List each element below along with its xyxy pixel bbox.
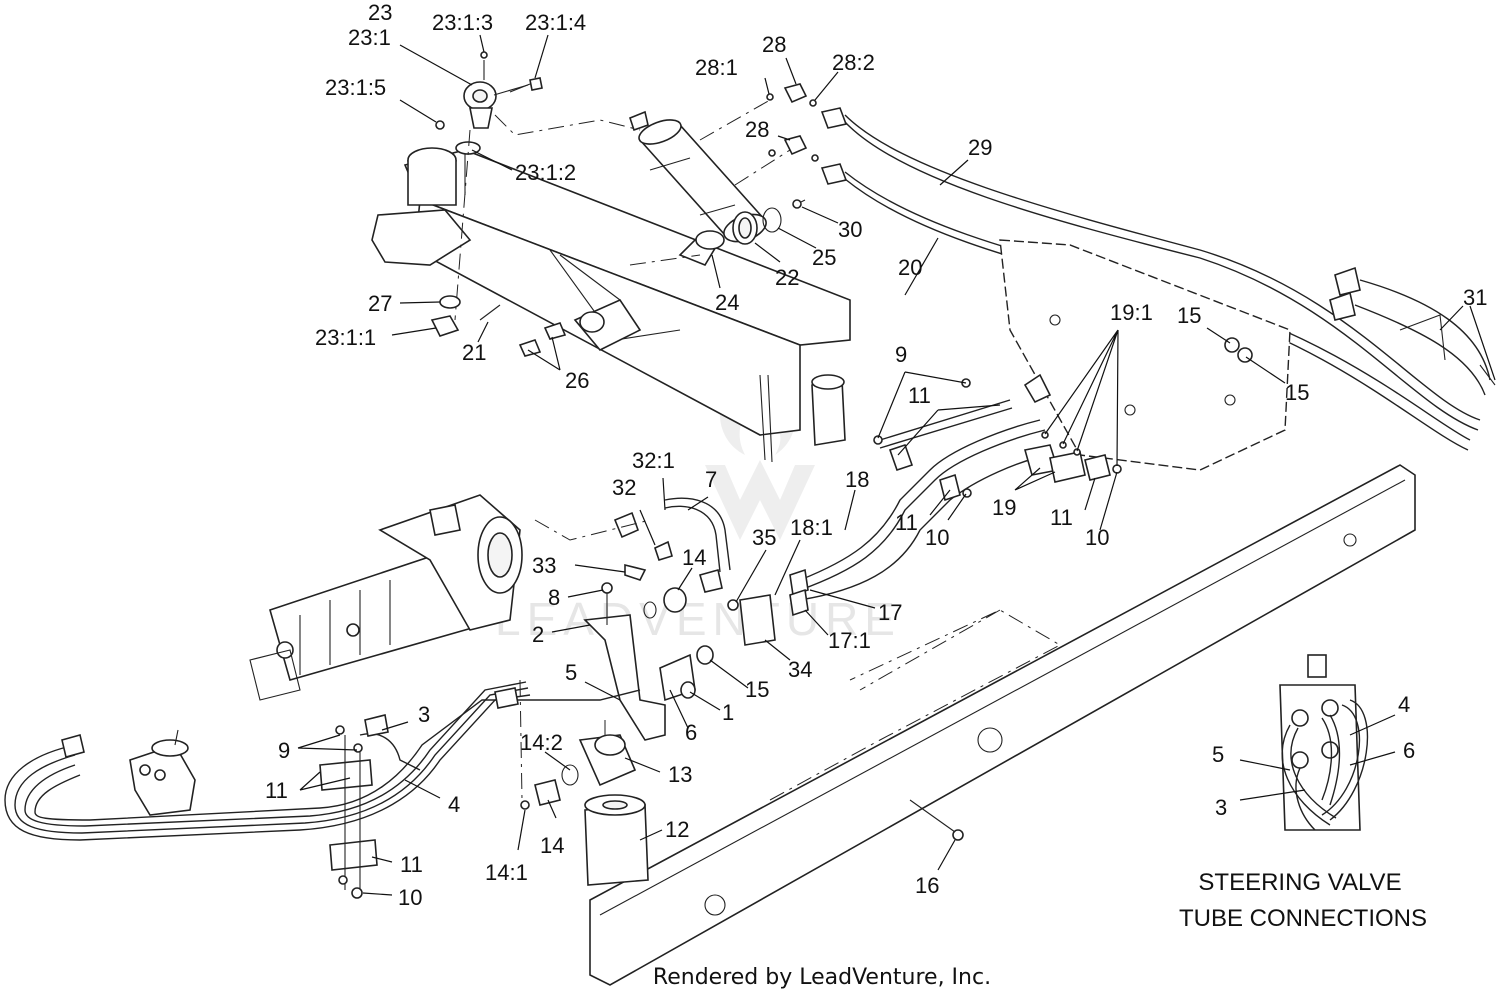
- callout-23-1-2: 23:1:2: [515, 160, 576, 185]
- inset-callout-5: 5: [1212, 742, 1224, 767]
- callout-17-1: 17:1: [828, 628, 871, 653]
- callout-14-1: 14:1: [485, 860, 528, 885]
- callout-28: 28: [762, 32, 786, 57]
- hydraulic-pump: [249, 494, 523, 701]
- inset-callout-6: 6: [1403, 738, 1415, 763]
- callout-23-1: 23:1: [348, 25, 391, 50]
- callout-19-1: 19:1: [1110, 300, 1153, 325]
- callout-23: 23: [368, 0, 392, 25]
- callout-25: 25: [812, 245, 836, 270]
- steering-cylinder: [629, 83, 819, 266]
- callout-2: 2: [532, 622, 544, 647]
- front-axle-assembly: [371, 147, 851, 463]
- fasteners-upper: [430, 295, 567, 357]
- callout-11-middle: 11: [895, 510, 918, 535]
- callout-7: 7: [705, 467, 717, 492]
- callout-12: 12: [665, 817, 689, 842]
- callout-18: 18: [845, 467, 869, 492]
- callout-27: 27: [368, 291, 392, 316]
- inset-callout-4: 4: [1398, 692, 1410, 717]
- steering-tubes: [4, 645, 714, 841]
- inset-title-line2: TUBE CONNECTIONS: [1179, 905, 1427, 932]
- callout-8: 8: [548, 585, 560, 610]
- callout-14-upper: 14: [682, 545, 706, 570]
- callout-14-2: 14:2: [520, 730, 563, 755]
- callout-11-lower-left: 11: [265, 778, 288, 803]
- callout-23-1-1: 23:1:1: [315, 325, 376, 350]
- callout-labels: 23 23:1 23:1:3 23:1:4 23:1:5 23:1:2 28:1…: [265, 0, 1487, 910]
- callout-28-2: 28:2: [832, 50, 875, 75]
- mounting-bracket: [583, 582, 776, 741]
- callout-32: 32: [612, 475, 636, 500]
- tee-fittings: [1023, 431, 1122, 483]
- callout-33: 33: [532, 553, 556, 578]
- callout-11-right: 11: [1050, 505, 1073, 530]
- callout-15-upper-b: 15: [1285, 380, 1309, 405]
- inset-callout-3: 3: [1215, 795, 1227, 820]
- callout-24: 24: [715, 290, 739, 315]
- callout-14-lower: 14: [540, 833, 564, 858]
- callout-10-lower: 10: [398, 885, 422, 910]
- callout-16: 16: [915, 873, 939, 898]
- callout-6: 6: [685, 720, 697, 745]
- callout-34: 34: [788, 657, 812, 682]
- callout-15-upper-a: 15: [1177, 303, 1201, 328]
- callout-32-1: 32:1: [632, 448, 675, 473]
- callout-5: 5: [565, 660, 577, 685]
- steering-valve: [129, 729, 196, 816]
- inset-title-line1: STEERING VALVE: [1198, 869, 1401, 896]
- tube-clamps: [319, 725, 378, 899]
- hydraulic-filter: [519, 679, 649, 886]
- callout-23-1-3: 23:1:3: [432, 10, 493, 35]
- callout-4: 4: [448, 792, 460, 817]
- watermark-text: LEADVENTURE: [495, 593, 901, 645]
- callout-1: 1: [722, 700, 734, 725]
- callout-29: 29: [968, 135, 992, 160]
- callout-11-lower: 11: [400, 852, 423, 877]
- callout-35: 35: [752, 525, 776, 550]
- callout-9-upper: 9: [895, 342, 907, 367]
- callout-20: 20: [898, 255, 922, 280]
- callout-23-1-5: 23:1:5: [325, 75, 386, 100]
- callout-21: 21: [462, 340, 486, 365]
- callout-19: 19: [992, 495, 1016, 520]
- callout-28-lower: 28: [745, 117, 769, 142]
- inset-steering-valve: 4 5 6 3 STEERING VALVE TUBE CONNECTIONS: [1179, 654, 1427, 932]
- callout-30: 30: [838, 217, 862, 242]
- callout-18-1: 18:1: [790, 515, 833, 540]
- callout-10-middle: 10: [925, 525, 949, 550]
- callout-9-lower: 9: [278, 738, 290, 763]
- callout-28-1: 28:1: [695, 55, 738, 80]
- callout-10-right: 10: [1085, 525, 1109, 550]
- callout-17: 17: [878, 600, 902, 625]
- callout-26: 26: [565, 368, 589, 393]
- callout-23-1-4: 23:1:4: [525, 10, 586, 35]
- callout-31: 31: [1463, 285, 1487, 310]
- leader-lines: [297, 34, 1496, 896]
- callout-3: 3: [418, 702, 430, 727]
- pressure-line: [534, 497, 731, 619]
- callout-11-upper: 11: [908, 383, 931, 408]
- callout-22: 22: [775, 265, 799, 290]
- footer-credit: Rendered by LeadVenture, Inc.: [653, 965, 991, 990]
- watermark: LEADVENTURE: [495, 365, 901, 645]
- hydraulic-hoses: [820, 107, 1496, 451]
- main-frame-rail: [589, 464, 1416, 986]
- tie-rod-end: [435, 51, 641, 321]
- callout-13: 13: [668, 762, 692, 787]
- return-lines: [789, 373, 1052, 617]
- callout-15-lower: 15: [745, 677, 769, 702]
